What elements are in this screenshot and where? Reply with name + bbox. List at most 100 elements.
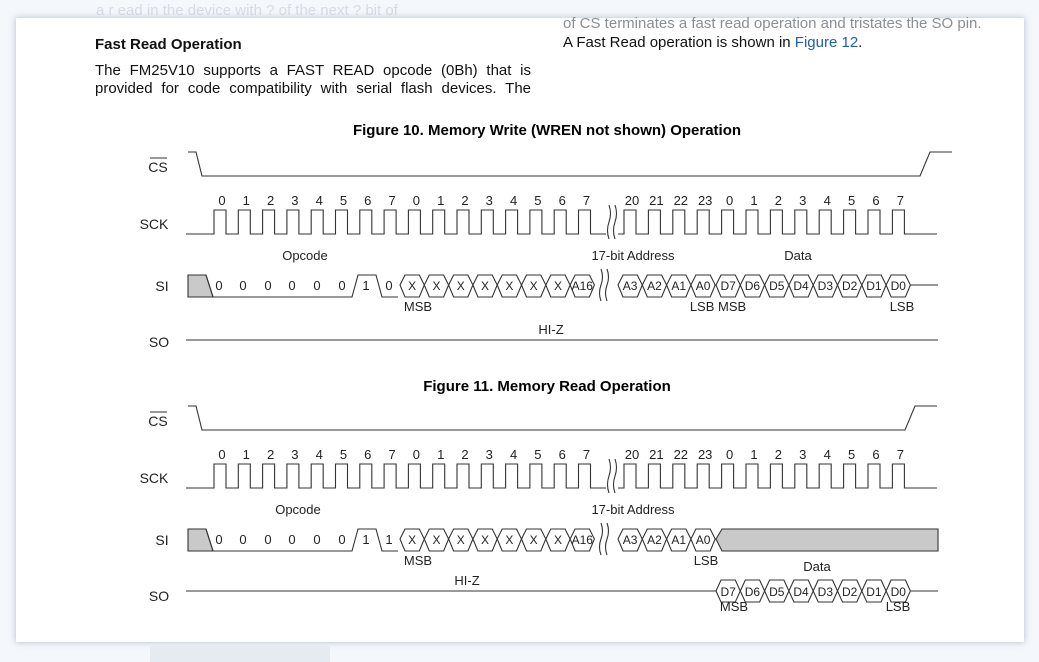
bus-cell-label: A0 [696, 533, 711, 547]
so-label: SO [149, 334, 169, 350]
bus-cell [569, 274, 596, 298]
msb-label: MSB [404, 299, 432, 314]
clock-number: 2 [775, 193, 782, 208]
so-data-cell [885, 579, 912, 603]
opcode-bit: 0 [288, 278, 295, 293]
sck-waveform-part-1 [186, 209, 606, 235]
bus-cell [885, 274, 912, 298]
figure-10-title: Figure 10. Memory Write (WREN not shown)… [353, 122, 741, 139]
clock-number: 6 [364, 447, 371, 462]
bus-cell-label: X [530, 279, 538, 293]
opcode-bit: 0 [264, 532, 271, 547]
clock-number: 22 [674, 193, 688, 208]
bus-cell-label: A0 [696, 279, 711, 293]
opcode-bit: 0 [338, 532, 345, 547]
clock-number: 6 [559, 447, 566, 462]
opcode-bit: 0 [288, 532, 295, 547]
opcode-bit: 0 [239, 278, 246, 293]
bus-cell-label: D4 [793, 279, 809, 293]
sck-break-mark [606, 458, 612, 494]
bus-cell-label: X [554, 279, 562, 293]
opcode-bit: 0 [264, 278, 271, 293]
sck-label: SCK [140, 216, 169, 232]
clock-number: 4 [824, 447, 831, 462]
lsb-msb-label: LSB MSB [690, 299, 746, 314]
opcode-bit: 0 [338, 278, 345, 293]
opcode-label: Opcode [282, 248, 328, 263]
clock-number: 0 [413, 193, 420, 208]
clock-number: 21 [649, 193, 663, 208]
figure-12-link[interactable]: Figure 12 [794, 34, 859, 51]
so-data-label: D3 [818, 585, 834, 599]
opcode-bit: 1 [362, 532, 369, 547]
bus-cell-label: X [530, 533, 538, 547]
bus-cell-label: X [505, 533, 513, 547]
bus-cell-label: X [408, 533, 416, 547]
clock-number: 7 [897, 193, 904, 208]
bus-cell-label: X [481, 533, 489, 547]
cs-label: CS [148, 413, 167, 429]
clock-number: 7 [388, 447, 395, 462]
clock-number: 3 [486, 193, 493, 208]
bus-cell-label: D2 [842, 279, 858, 293]
clock-number: 3 [486, 447, 493, 462]
clock-number: 2 [775, 447, 782, 462]
bus-cell-label: X [432, 279, 440, 293]
clock-number: 0 [726, 193, 733, 208]
cs-label: CS [148, 159, 167, 175]
clock-number: 20 [625, 193, 639, 208]
msb-label: MSB [404, 553, 432, 568]
bus-cell-label: A1 [671, 533, 686, 547]
clock-number: 0 [413, 447, 420, 462]
lsb-label: LSB [694, 553, 719, 568]
clock-number: 5 [848, 193, 855, 208]
hiz-label: HI-Z [538, 322, 563, 337]
si-break-mark [604, 522, 610, 556]
sck-break-mark [612, 458, 618, 494]
clock-number: 21 [649, 447, 663, 462]
data-label: Data [803, 559, 831, 574]
clock-number: 6 [872, 193, 879, 208]
clock-number: 6 [559, 193, 566, 208]
clock-number: 4 [316, 447, 323, 462]
so-data-label: D6 [745, 585, 761, 599]
bus-cell-label: X [481, 279, 489, 293]
opcode-bit: 0 [215, 278, 222, 293]
bus-cell-label: A2 [647, 279, 662, 293]
clock-number: 23 [698, 447, 712, 462]
clock-number: 4 [824, 193, 831, 208]
lsb-label: LSB [890, 299, 915, 314]
so-msb-label: MSB [720, 599, 748, 614]
clock-number: 0 [218, 447, 225, 462]
clock-number: 3 [291, 447, 298, 462]
bus-cell-label: X [408, 279, 416, 293]
opcode-bit: 0 [385, 278, 392, 293]
so-data-label: D1 [866, 585, 882, 599]
data-label: Data [784, 248, 812, 263]
bus-cell-label: X [432, 533, 440, 547]
clock-number: 5 [848, 447, 855, 462]
cropped-text-top: a r ead in the device with ? of the next… [96, 2, 398, 18]
opcode-bit: 0 [313, 532, 320, 547]
bus-cell-label: A2 [647, 533, 662, 547]
right-col-line-2-prefix: A Fast Read operation is shown in [563, 34, 795, 51]
si-break-mark [598, 268, 604, 302]
bus-cell-label: D6 [745, 279, 761, 293]
clock-number: 4 [510, 447, 517, 462]
right-col-line-2: A Fast Read operation is shown in Figure… [563, 33, 1003, 52]
clock-number: 1 [243, 193, 250, 208]
clock-number: 1 [243, 447, 250, 462]
sck-break-mark [606, 204, 612, 240]
so-data-label: D5 [769, 585, 785, 599]
bus-cell-label: X [554, 533, 562, 547]
bus-cell-label: D5 [769, 279, 785, 293]
clock-number: 1 [437, 193, 444, 208]
clock-number: 7 [583, 447, 590, 462]
clock-number: 20 [625, 447, 639, 462]
clock-number: 2 [267, 193, 274, 208]
si-label: SI [155, 278, 168, 294]
bus-cell-label: X [505, 279, 513, 293]
si-break-mark [604, 268, 610, 302]
bus-cell-label: X [457, 279, 465, 293]
clock-number: 0 [218, 193, 225, 208]
